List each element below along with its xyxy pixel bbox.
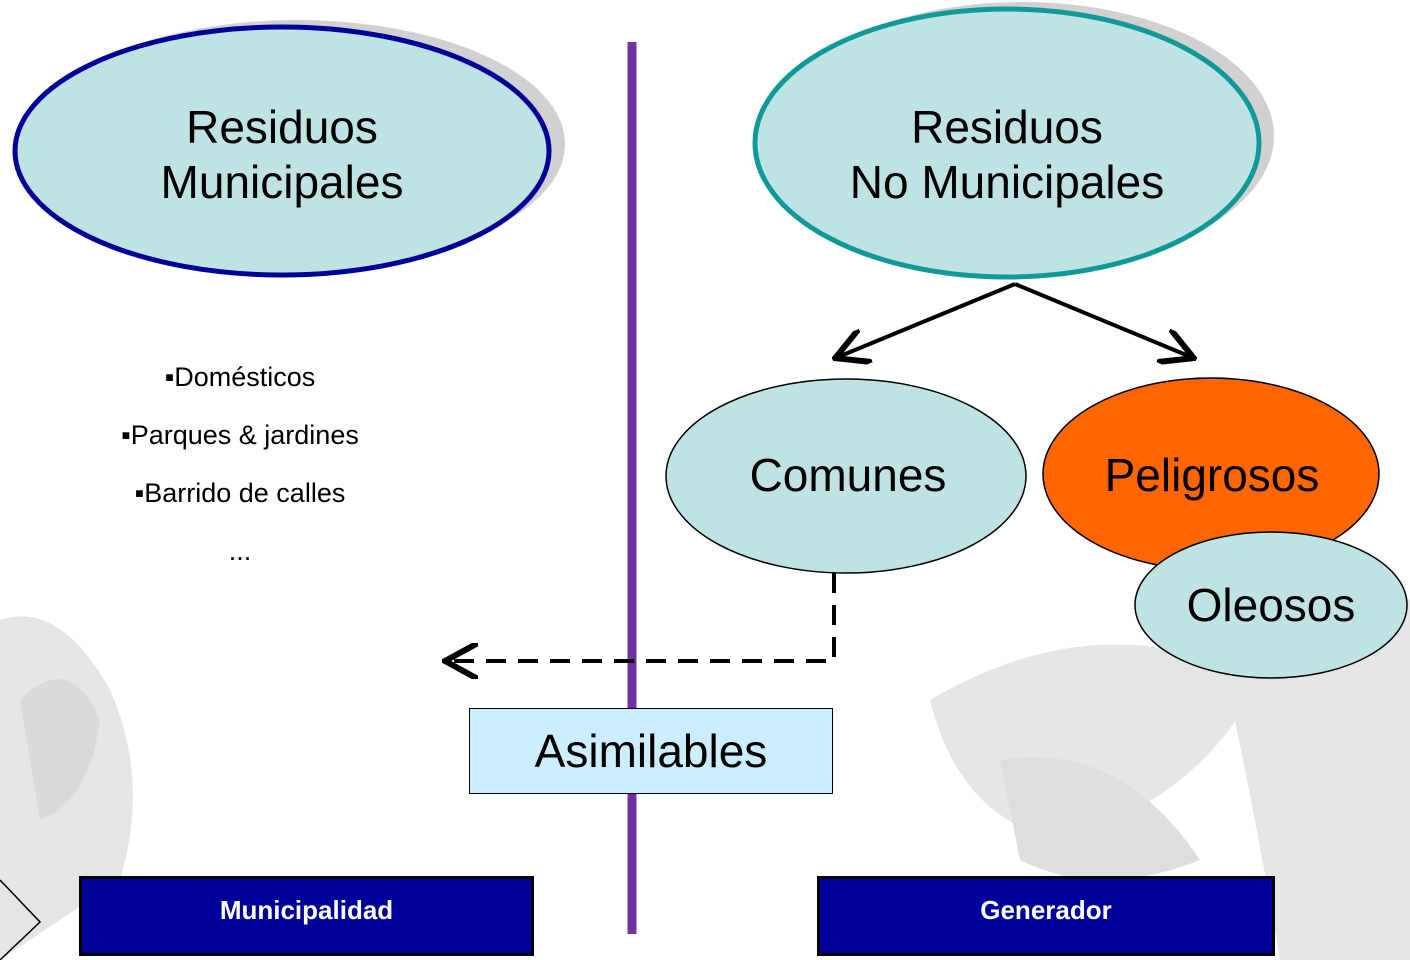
residuos-no-municipales-line1: Residuos bbox=[911, 101, 1103, 153]
arrow-to-comunes bbox=[838, 282, 1016, 357]
list-item: ▪Parques & jardines bbox=[121, 420, 359, 450]
list-item: ▪Domésticos bbox=[164, 362, 316, 392]
dashed-arrow-asimilables bbox=[448, 573, 836, 661]
list-more: ... bbox=[228, 536, 252, 566]
residuos-no-municipales-line2: No Municipales bbox=[849, 156, 1165, 209]
oleosos-label: Oleosos bbox=[1186, 579, 1356, 631]
residuos-no-municipales-title: Residuos No Municipales bbox=[770, 100, 1244, 210]
comunes-ellipse bbox=[665, 378, 1027, 574]
asimilables-box: Asimilables bbox=[469, 708, 833, 794]
municipal-waste-list: ▪Domésticos ▪Parques & jardines ▪Barrido… bbox=[60, 355, 420, 587]
arrow-to-peligrosos bbox=[1014, 282, 1191, 357]
comunes-label: Comunes bbox=[749, 449, 947, 501]
left-chevron-icon bbox=[0, 879, 42, 960]
residuos-municipales-ellipse bbox=[12, 24, 552, 278]
residuos-municipales-line2: Municipales bbox=[160, 156, 404, 209]
footer-generador: Generador bbox=[817, 876, 1275, 956]
footer-municipalidad: Municipalidad bbox=[79, 876, 534, 956]
oleosos-ellipse bbox=[1134, 531, 1408, 679]
residuos-no-municipales-ellipse bbox=[752, 6, 1262, 280]
residuos-municipales-title: Residuos Municipales bbox=[60, 100, 504, 210]
list-item: ▪Barrido de calles bbox=[134, 478, 346, 508]
peligrosos-label: Peligrosos bbox=[1104, 449, 1320, 501]
residuos-municipales-line1: Residuos bbox=[186, 101, 378, 153]
